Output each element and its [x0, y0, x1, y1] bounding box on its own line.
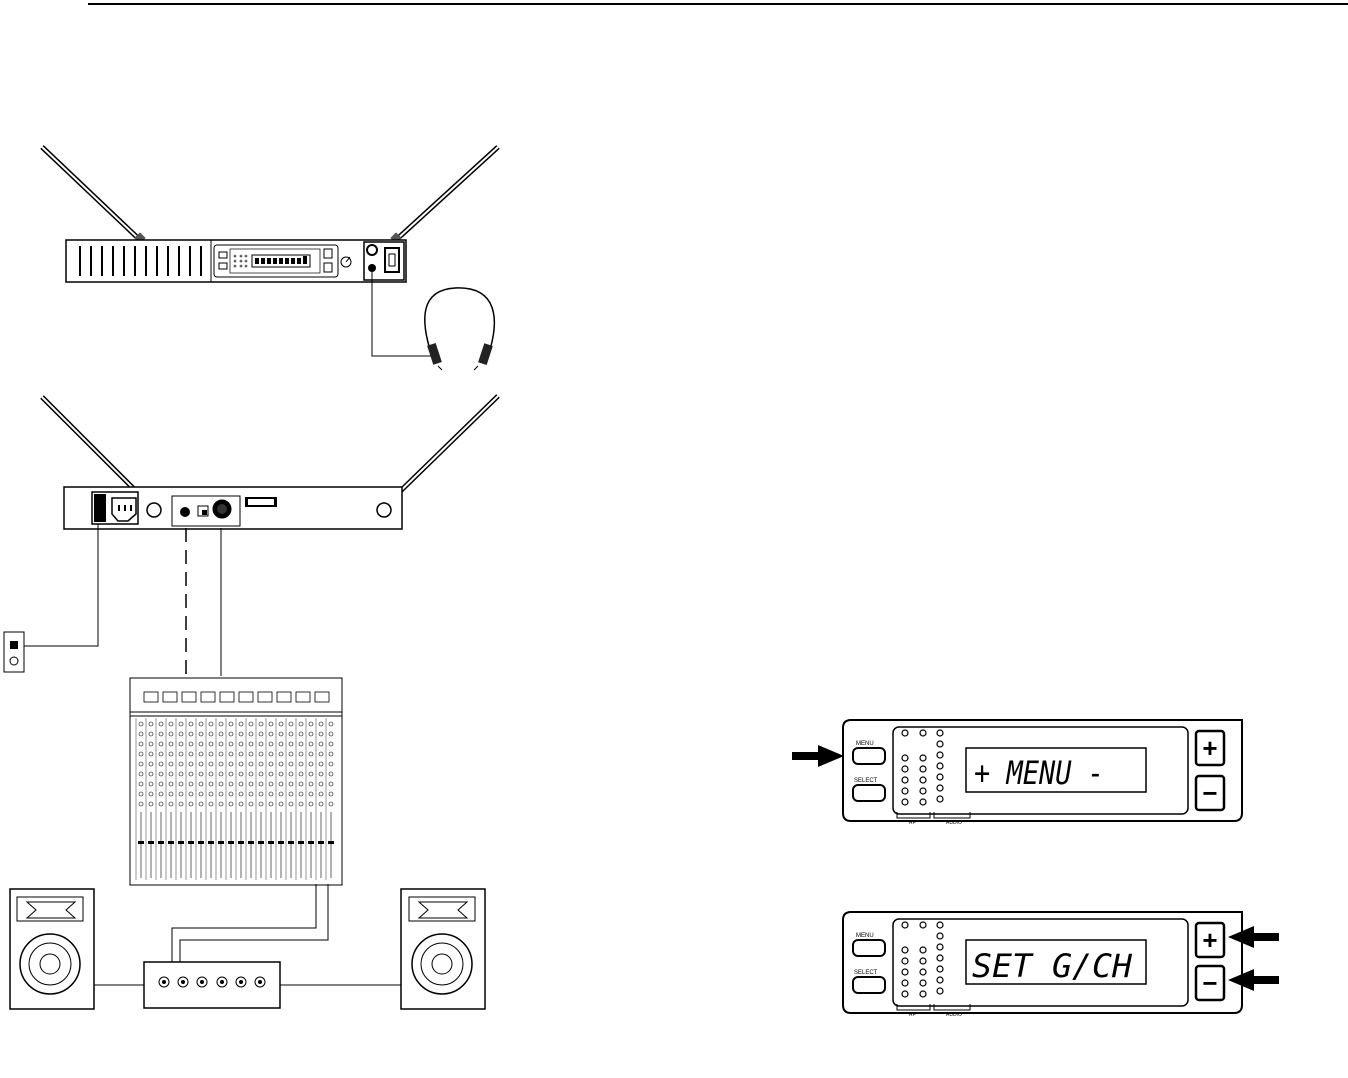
mixer — [130, 678, 342, 885]
receiver-rear-view — [42, 396, 498, 529]
antenna-left-front — [42, 147, 146, 244]
select-button[interactable] — [853, 785, 885, 801]
lcd-text: + MENU - — [974, 754, 1104, 792]
minus-icon: − — [1202, 778, 1217, 808]
menu-button[interactable] — [853, 748, 885, 764]
rf-label: RF — [909, 820, 916, 826]
select-button-label: SELECT — [854, 778, 878, 784]
amplifier — [144, 962, 280, 1008]
amp-cables — [172, 884, 328, 963]
antenna-right-front — [390, 147, 498, 244]
quarter-inch-output — [180, 507, 190, 517]
speaker-left — [10, 889, 94, 1009]
arrow-right-icon — [792, 745, 844, 767]
speaker-right — [401, 889, 485, 1009]
plus-icon: + — [1202, 733, 1217, 763]
receiver-front-view — [42, 147, 498, 282]
cables — [24, 524, 221, 676]
audio-label: AUDIO — [946, 820, 962, 826]
rf-label: RF — [909, 1012, 916, 1018]
headphone-jack — [368, 264, 376, 272]
control-panel-set-gch: MENU SELECT RF AUDIO SET G/CH + − — [843, 912, 1279, 1018]
wall-outlet — [4, 632, 24, 672]
select-button-label: SELECT — [854, 970, 878, 976]
menu-button-label: MENU — [856, 741, 874, 747]
menu-button[interactable] — [853, 940, 885, 956]
menu-button-label: MENU — [856, 933, 874, 939]
control-panel-menu: MENU SELECT RF AUDIO + MENU - + − — [792, 720, 1242, 826]
select-button[interactable] — [853, 977, 885, 993]
plus-icon: + — [1202, 925, 1217, 955]
headphones — [372, 272, 494, 370]
audio-label: AUDIO — [946, 1012, 962, 1018]
minus-icon: − — [1202, 968, 1217, 998]
lcd-text: SET G/CH — [972, 947, 1133, 985]
